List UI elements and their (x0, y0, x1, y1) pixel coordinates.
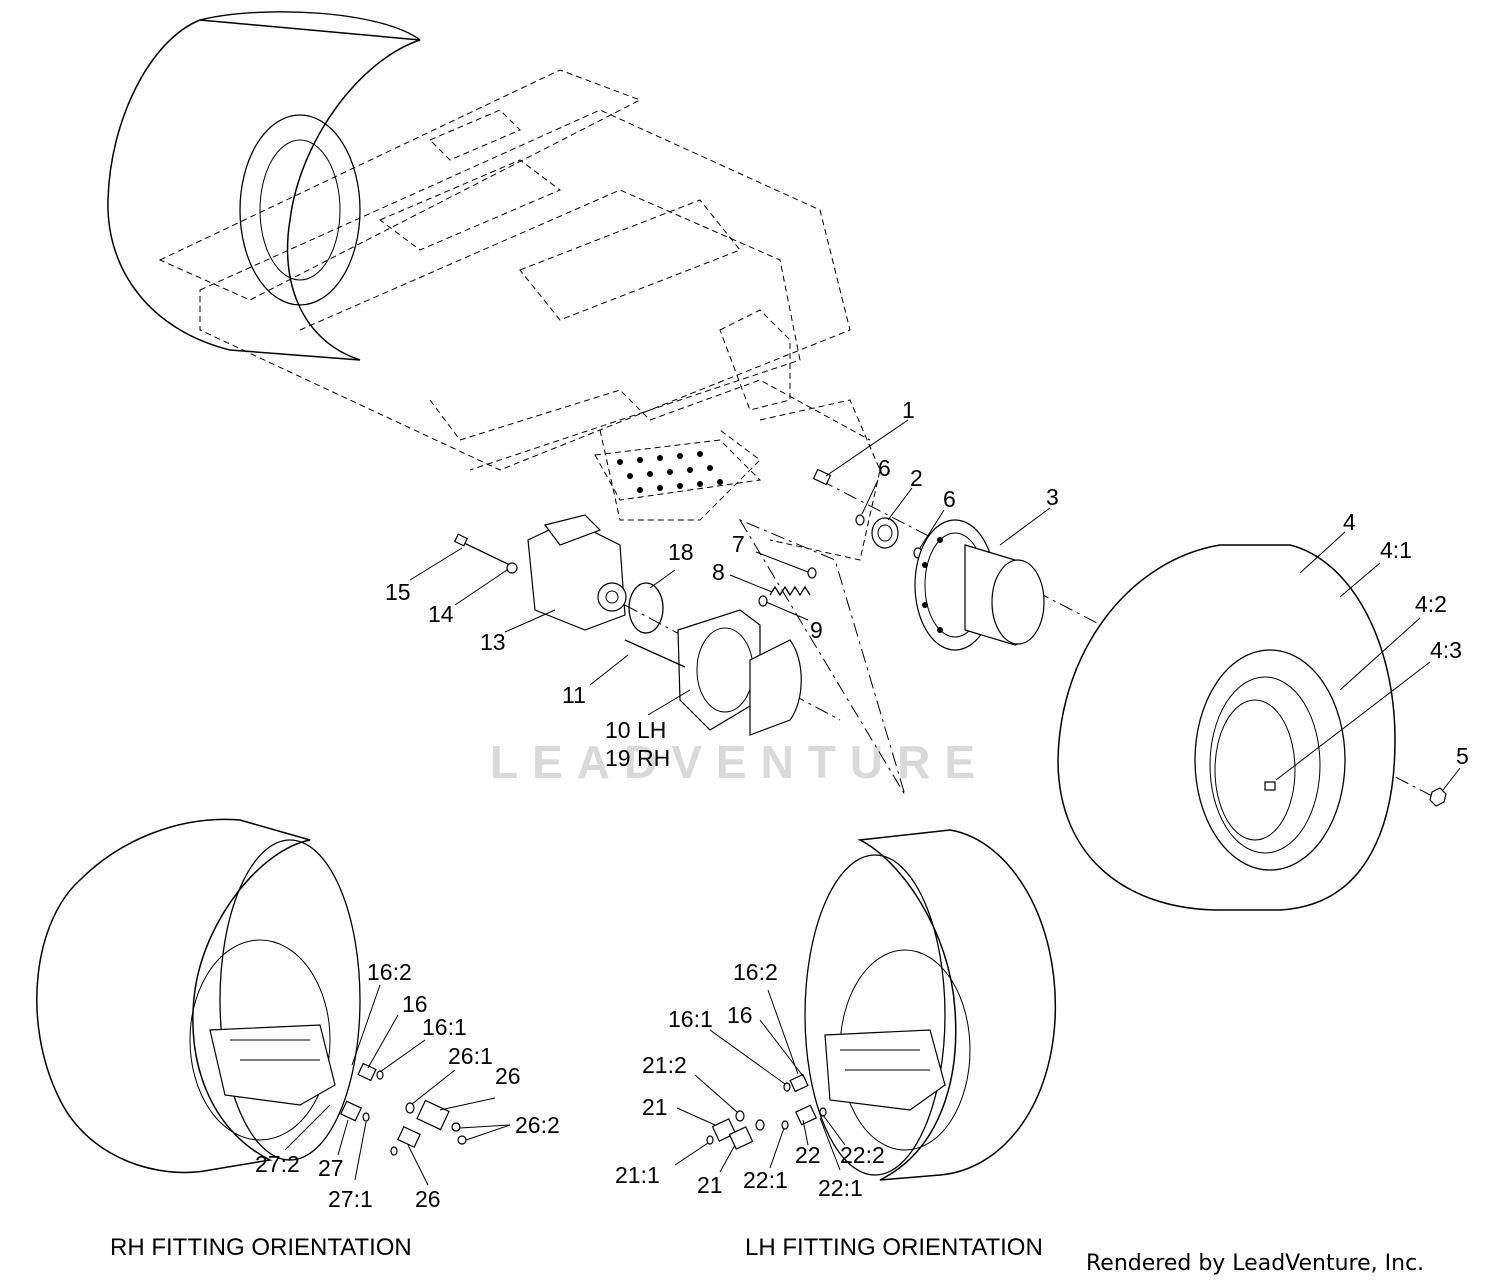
callout-rh-26: 26 (415, 1186, 441, 1212)
washer (506, 562, 518, 574)
callout-4: 4 (1343, 509, 1356, 535)
leadventure-watermark: LEADVENTURE (490, 736, 989, 788)
coupler (871, 517, 899, 549)
rh-fitting-assembly (36, 818, 467, 1174)
callout-3: 3 (1046, 484, 1059, 510)
o-ring-18 (628, 582, 664, 634)
spring (769, 585, 811, 597)
callout-6: 6 (878, 455, 891, 481)
callout-13: 13 (480, 629, 506, 655)
callout-rh-26-1: 26:1 (448, 1043, 493, 1069)
callout-8: 8 (712, 559, 725, 585)
callout-11: 11 (562, 682, 586, 708)
washer-9 (758, 595, 768, 607)
tire-wheel (1057, 544, 1396, 911)
callout-19-rh: 19 RH (605, 745, 670, 771)
callout-rh-27: 27 (318, 1155, 344, 1181)
wheel-hub-motor (914, 519, 1045, 651)
callout-rh-16: 16 (402, 991, 428, 1017)
callout-labels: 1 6 2 6 3 4 4:1 4:2 4:3 5 7 18 8 9 15 14… (255, 397, 1469, 1212)
hydraulic-pump (527, 514, 627, 631)
rh-fitting-caption: RH FITTING ORIENTATION (110, 1234, 412, 1261)
lh-fitting-assembly (706, 829, 1057, 1181)
callout-lh-22-1: 22:1 (743, 1167, 788, 1193)
callout-4-3: 4:3 (1430, 637, 1462, 663)
callout-rh-27-1: 27:1 (328, 1186, 373, 1212)
callout-lh-22-2: 22:2 (840, 1142, 885, 1168)
callout-10-lh: 10 LH (605, 717, 666, 743)
callout-lh-16-2: 16:2 (733, 959, 778, 985)
callout-lh-21: 21 (697, 1172, 723, 1198)
callout-lh-16-1: 16:1 (668, 1006, 713, 1032)
lh-fitting-caption: LH FITTING ORIENTATION (745, 1234, 1043, 1261)
pin (624, 639, 686, 668)
callout-18: 18 (668, 539, 694, 565)
callout-rh-27-2: 27:2 (255, 1151, 300, 1177)
callout-lh-16: 16 (727, 1002, 753, 1028)
callout-15: 15 (385, 579, 411, 605)
callout-rh-26: 26 (495, 1063, 521, 1089)
callout-2: 2 (910, 465, 923, 491)
callout-14: 14 (428, 601, 454, 627)
callout-5: 5 (1456, 743, 1469, 769)
callout-rh-16-1: 16:1 (422, 1014, 467, 1040)
o-ring (855, 514, 865, 526)
motor-housing (677, 609, 802, 736)
callout-1: 1 (902, 397, 915, 423)
callout-lh-22-1: 22:1 (818, 1175, 863, 1201)
callout-rh-26-2: 26:2 (515, 1112, 560, 1138)
callout-9: 9 (810, 617, 823, 643)
callout-4-1: 4:1 (1380, 537, 1412, 563)
callout-lh-21-2: 21:2 (642, 1052, 687, 1078)
cap-7 (807, 567, 817, 579)
callout-rh-16-2: 16:2 (367, 959, 412, 985)
callout-lh-21-1: 21:1 (615, 1162, 660, 1188)
callout-7: 7 (732, 531, 745, 557)
callout-lh-22: 22 (795, 1142, 821, 1168)
bolt (461, 541, 513, 567)
stud (812, 468, 832, 486)
lug-nut (1429, 787, 1447, 807)
render-credit: Rendered by LeadVenture, Inc. (1086, 1251, 1424, 1276)
axle-centerline (819, 479, 1441, 801)
callout-lh-21: 21 (642, 1094, 668, 1120)
leader-lines (284, 419, 1461, 1186)
callout-6: 6 (943, 486, 956, 512)
frame-assembly (107, 11, 906, 796)
callout-4-2: 4:2 (1415, 591, 1447, 617)
